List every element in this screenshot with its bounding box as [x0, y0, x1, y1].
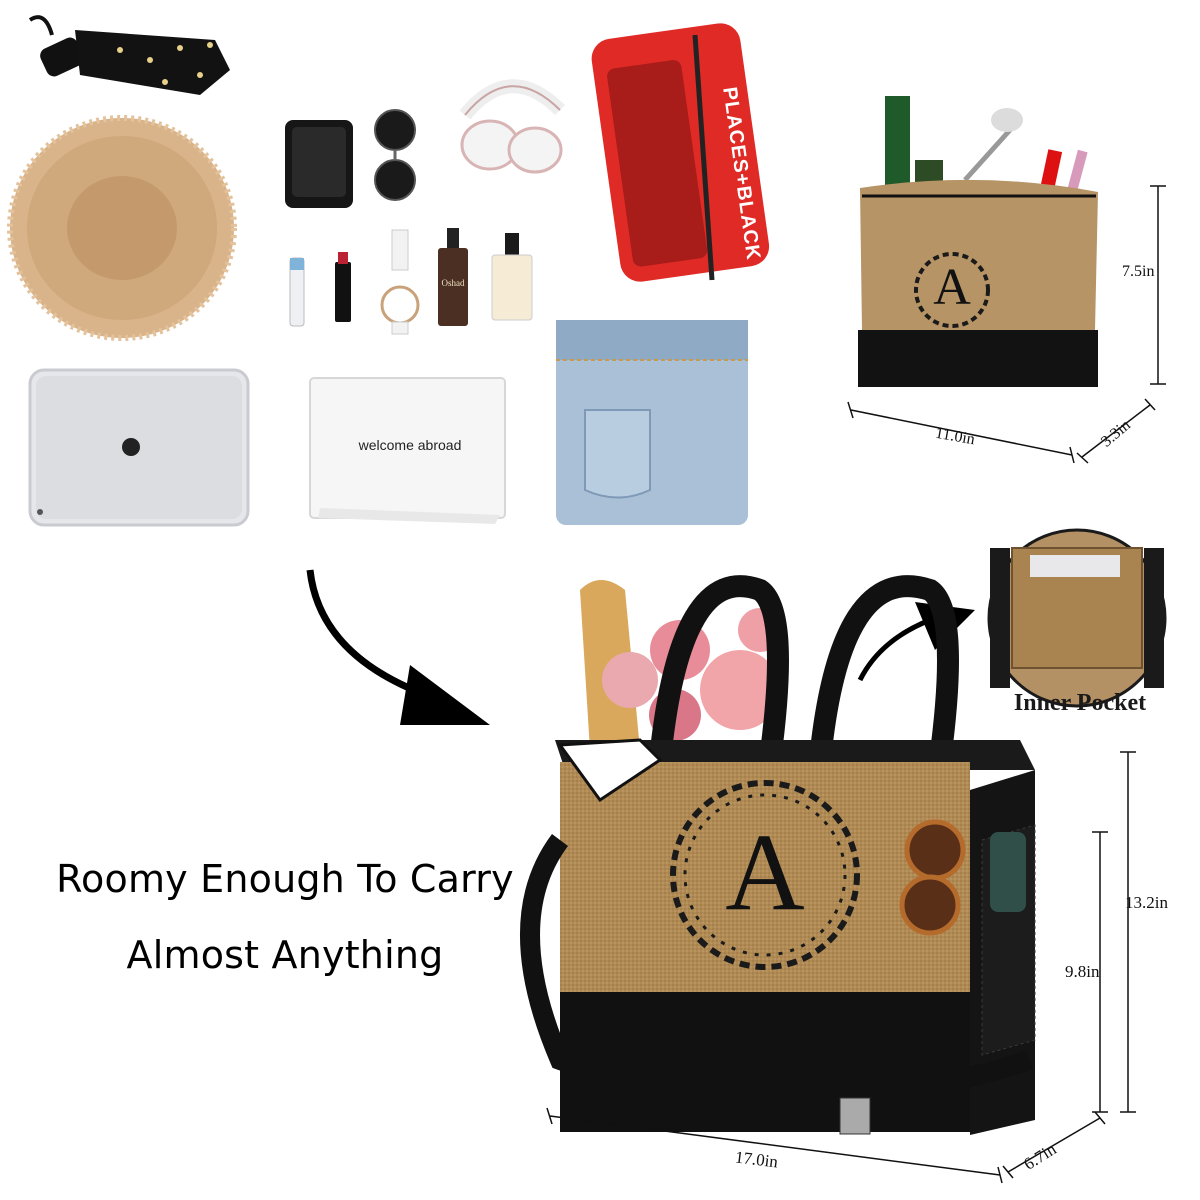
white-notebook-icon [309, 377, 506, 524]
straw-hat-icon [7, 115, 237, 341]
power-bank-icon [285, 120, 353, 208]
headline-line-2: Almost Anything [126, 933, 444, 977]
headphones-icon [459, 79, 565, 174]
red-pouch-icon [591, 23, 770, 282]
arrow-icon [306, 569, 490, 725]
cosmetics-icon [289, 228, 533, 335]
tote-body-height-label: 9.8in [1065, 962, 1100, 981]
inner-pocket-image [987, 528, 1167, 708]
umbrella-icon [28, 15, 230, 95]
makeup-bag-monogram: A [933, 259, 971, 316]
makeup-bag-height-label: 7.5in [1122, 263, 1155, 280]
headline-line-1: Roomy Enough To Carry [56, 857, 514, 901]
inner-pocket-label: Inner Pocket [1013, 690, 1147, 716]
perfume-label: Oshad [441, 278, 465, 288]
tote-total-height-label: 13.2in [1125, 893, 1168, 912]
notebook-text: welcome abroad [358, 437, 462, 453]
makeup-bag-image [858, 96, 1098, 387]
makeup-bag-dimension-lines [847, 185, 1166, 464]
tote-bag-image [520, 575, 1036, 1135]
tote-monogram: A [725, 811, 805, 933]
folded-jeans-icon [556, 320, 748, 525]
tote-dimension-lines [546, 751, 1136, 1184]
tablet-icon [28, 368, 250, 527]
round-sunglasses-icon [374, 109, 416, 201]
